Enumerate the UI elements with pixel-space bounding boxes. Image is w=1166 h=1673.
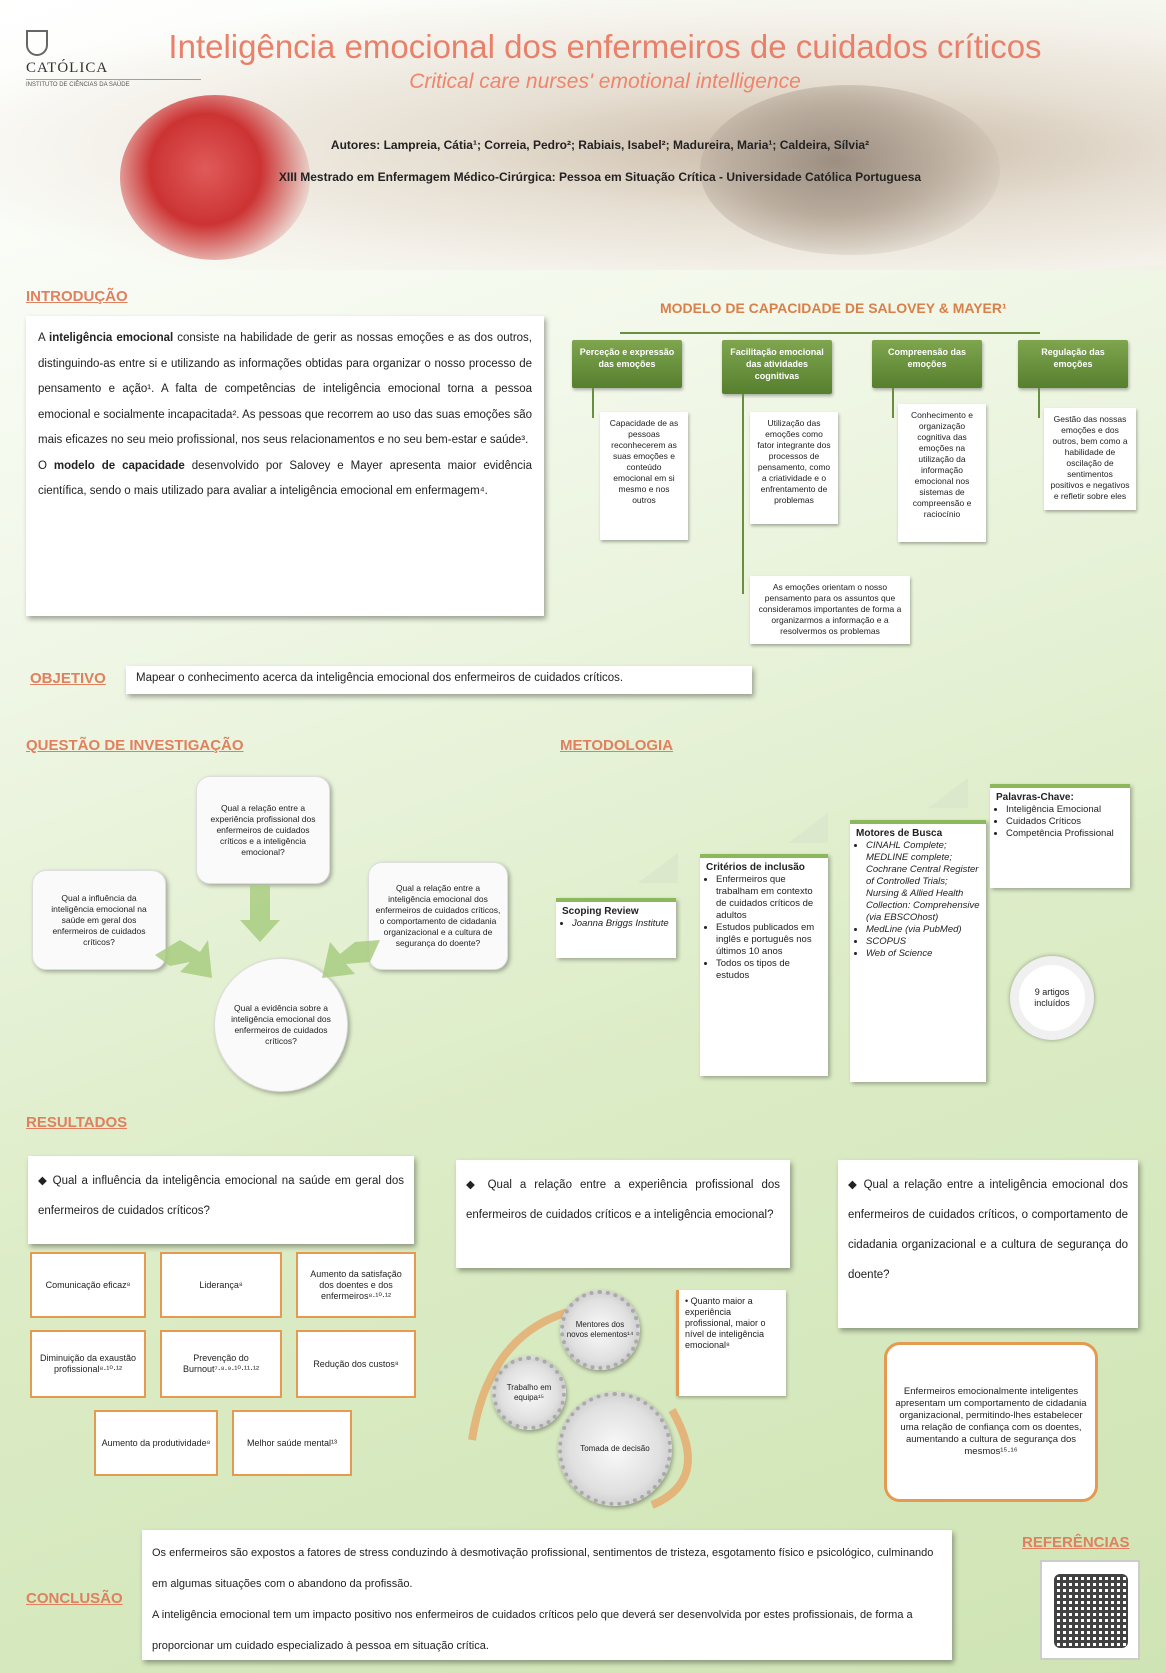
model-detail: Capacidade de as pessoas reconhecerem as… <box>600 412 688 540</box>
results-title: RESULTADOS <box>26 1114 128 1131</box>
model-detail: Conhecimento e organização cognitiva das… <box>898 404 986 542</box>
intro-bold: modelo de capacidade <box>53 459 185 472</box>
question-title: QUESTÃO DE INVESTIGAÇÃO <box>26 737 244 754</box>
step-item: Inteligência Emocional <box>1006 804 1124 816</box>
method-step-4: Palavras-Chave: Inteligência Emocional C… <box>990 784 1130 888</box>
conclusion-text: A inteligência emocional tem um impacto … <box>152 1609 913 1652</box>
intro-text: desenvolvido por Salovey e Mayer apresen… <box>38 459 532 498</box>
model-detail: Utilização das emoções como fator integr… <box>750 412 838 524</box>
question-bubble: Qual a influência da inteligência emocio… <box>32 870 166 970</box>
articles-badge: 9 artigos incluídos <box>1010 956 1094 1040</box>
qr-pattern <box>1054 1574 1128 1648</box>
brain-image <box>700 85 1000 255</box>
gear-icon: Trabalho em equipa¹⁵ <box>492 1356 566 1430</box>
conclusion-title: CONCLUSÃO <box>26 1590 123 1607</box>
logo-name: CATÓLICA <box>26 60 109 76</box>
step-title: Scoping Review <box>562 906 639 917</box>
step-item: Competência Profissional <box>1006 828 1124 840</box>
step-item: Todos os tipos de estudos <box>716 958 822 982</box>
authors: Autores: Lampreia, Cátia¹; Correia, Pedr… <box>330 138 870 152</box>
gear-icon: Mentores dos novos elementos¹⁴ <box>560 1290 640 1370</box>
result-note-text: Quanto maior a experiência profissional,… <box>685 1296 766 1350</box>
model-title: MODELO DE CAPACIDADE DE SALOVEY & MAYER¹ <box>660 300 1007 316</box>
result-question-text: Qual a relação entre a inteligência emoc… <box>848 1179 1128 1281</box>
model-connector <box>742 394 744 594</box>
result-item: Melhor saúde mental¹³ <box>232 1410 352 1476</box>
model-connector <box>620 332 1040 334</box>
step-item: SCOPUS <box>866 936 907 947</box>
arrow-down <box>240 885 280 942</box>
step-item: Estudos publicados em inglês e português… <box>716 922 822 958</box>
result-question-3: ◆ Qual a relação entre a inteligência em… <box>838 1160 1138 1328</box>
poster-title: Inteligência emocional dos enfermeiros d… <box>168 28 1042 65</box>
method-title: METODOLOGIA <box>560 737 674 754</box>
model-connector <box>892 388 894 418</box>
result-item: Comunicação eficaz⁸ <box>30 1252 146 1318</box>
step-triangle <box>788 813 828 843</box>
intro-text: consiste na habilidade de gerir as nossa… <box>38 332 532 446</box>
step-title: Motores de Busca <box>856 828 943 839</box>
result-item: Aumento da satisfação dos doentes e dos … <box>296 1252 416 1318</box>
intro-text: A <box>38 332 50 344</box>
step-triangle <box>928 778 968 808</box>
qr-code-icon[interactable] <box>1040 1560 1140 1660</box>
arrow-right <box>155 940 212 978</box>
method-step-3: Motores de Busca CINAHL Complete; MEDLIN… <box>850 820 986 1082</box>
result-item: Redução dos custos⁸ <box>296 1330 416 1398</box>
result-question-1: ◆ Qual a influência da inteligência emoc… <box>28 1156 414 1244</box>
result-item: Diminuição da exaustão profissional⁸·¹⁰·… <box>30 1330 146 1398</box>
result-item: Aumento da produtividade⁸ <box>94 1410 218 1476</box>
references-title: REFERÊNCIAS <box>1022 1534 1130 1551</box>
conclusion-text: Os enfermeiros são expostos a fatores de… <box>152 1547 934 1590</box>
intro-bold: inteligência emocional <box>49 332 174 344</box>
result-item: Prevenção do Burnout⁷·⁸·⁹·¹⁰·¹¹·¹² <box>160 1330 282 1398</box>
poster-subtitle: Critical care nurses' emotional intellig… <box>409 70 801 93</box>
model-connector <box>592 388 594 418</box>
step-triangle <box>638 853 678 883</box>
model-header: Perceção e expressão das emoções <box>572 340 682 388</box>
method-step-1: Scoping Review Joanna Briggs Institute <box>556 898 676 958</box>
step-title: Palavras-Chave: <box>996 792 1074 803</box>
model-detail: Gestão das nossas emoções e dos outros, … <box>1044 408 1136 510</box>
arrow-left <box>322 940 380 978</box>
intro-box: A inteligência emocional consiste na hab… <box>26 316 544 616</box>
result-note-3: Enfermeiros emocionalmente inteligentes … <box>884 1342 1098 1502</box>
result-item: Liderança⁸ <box>160 1252 282 1318</box>
question-bubble: Qual a relação entre a experiência profi… <box>196 776 330 884</box>
step-item: Joanna Briggs Institute <box>572 918 669 929</box>
method-step-2: Critérios de inclusão Enfermeiros que tr… <box>700 854 828 1076</box>
intro-title: INTRODUÇÃO <box>26 288 128 305</box>
result-note-2: • Quanto maior a experiência profissiona… <box>676 1290 786 1396</box>
step-title: Critérios de inclusão <box>706 862 805 873</box>
model-header: Regulação das emoções <box>1018 340 1128 388</box>
question-center: Qual a evidência sobre a inteligência em… <box>214 958 348 1092</box>
intro-text: O <box>38 459 54 472</box>
objective-box: Mapear o conhecimento acerca da inteligê… <box>126 666 752 694</box>
logo-subtitle: INSTITUTO DE CIÊNCIAS DA SAÚDE <box>26 79 201 88</box>
heart-image <box>120 95 310 260</box>
course-info: XIII Mestrado em Enfermagem Médico-Cirúr… <box>278 170 922 184</box>
result-question-text: Qual a relação entre a experiência profi… <box>466 1179 780 1221</box>
result-question-2: ◆ Qual a relação entre a experiência pro… <box>456 1160 790 1268</box>
method-staircase <box>638 778 968 883</box>
conclusion-box: Os enfermeiros são expostos a fatores de… <box>142 1530 952 1660</box>
step-item: CINAHL Complete; MEDLINE complete; Cochr… <box>866 840 980 923</box>
model-header: Facilitação emocional das atividades cog… <box>722 340 832 394</box>
model-extra: As emoções orientam o nosso pensamento p… <box>750 576 910 644</box>
question-bubble: Qual a relação entre a inteligência emoc… <box>368 862 508 970</box>
model-connector <box>1038 388 1040 418</box>
step-item: Cuidados Críticos <box>1006 816 1124 828</box>
step-item: Enfermeiros que trabalham em contexto de… <box>716 874 822 922</box>
question-arrows <box>155 885 380 978</box>
university-logo: CATÓLICA INSTITUTO DE CIÊNCIAS DA SAÚDE <box>26 30 201 88</box>
step-item: MedLine (via PubMed) <box>866 924 962 935</box>
result-question-text: Qual a influência da inteligência emocio… <box>38 1175 404 1217</box>
model-header: Compreensão das emoções <box>872 340 982 388</box>
arc-curve <box>650 1408 692 1509</box>
objective-title: OBJETIVO <box>30 670 106 687</box>
step-item: Web of Science <box>866 948 933 959</box>
crest-icon <box>26 30 48 56</box>
gear-icon: Tomada de decisão <box>558 1392 672 1506</box>
